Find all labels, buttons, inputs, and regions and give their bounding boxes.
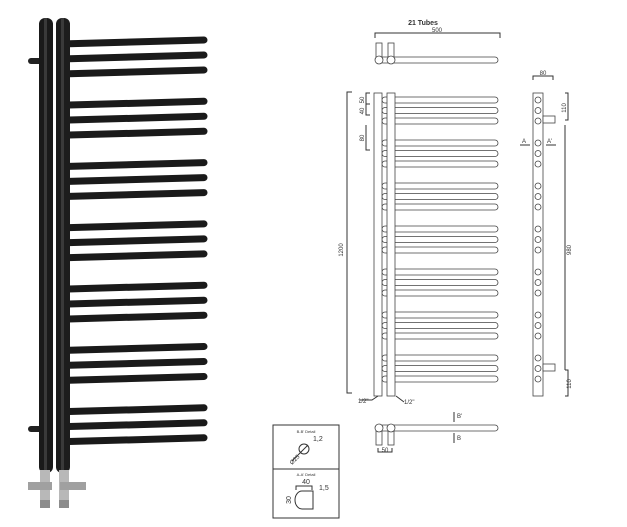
photo-tube (56, 51, 208, 63)
svg-text:B': B' (457, 414, 462, 420)
side-tube-circle (534, 117, 542, 125)
svg-text:80: 80 (540, 71, 547, 77)
drawing-tube (381, 279, 499, 286)
bottom-view: B' B 50 (374, 412, 499, 454)
drawing-tube (381, 375, 499, 383)
photo-tube (56, 311, 208, 323)
drawing-tube (381, 117, 499, 125)
height-dim: 1200 (339, 243, 345, 257)
side-tube-circle (534, 365, 542, 372)
front-view: 1200 50 40 80 1/2" 1/2" (339, 91, 499, 406)
radiator-photo (28, 18, 208, 508)
side-tube-circle (534, 268, 542, 276)
photo-tube (56, 235, 208, 247)
drawing-tube (381, 289, 499, 297)
photo-tube (56, 220, 208, 232)
photo-tube (56, 36, 208, 48)
photo-tube (56, 419, 208, 431)
photo-tube (56, 358, 208, 369)
drawing-tube (381, 193, 499, 200)
svg-text:30: 30 (286, 496, 293, 504)
photo-tube (56, 97, 208, 109)
drawing-tube (381, 225, 499, 233)
side-tube-circle (534, 354, 542, 362)
drawing-tube (381, 96, 499, 104)
wall-bracket-bottom (28, 426, 42, 432)
side-tube-circle (534, 160, 542, 168)
svg-text:50: 50 (360, 96, 366, 103)
photo-tube (56, 159, 208, 171)
drawing-tube (381, 354, 499, 362)
side-tube-circle (534, 203, 542, 211)
side-view: 80 A A' 110 980 110 (520, 71, 573, 397)
side-tube-circle (534, 96, 542, 104)
drawing-tube (381, 107, 499, 114)
photo-tube (56, 404, 208, 416)
valves (28, 470, 86, 508)
photo-tube (56, 373, 208, 384)
svg-text:B: B (457, 436, 461, 442)
drawing-tube (381, 236, 499, 243)
svg-text:A: A (522, 139, 526, 145)
svg-text:110: 110 (567, 379, 573, 389)
section-details: B-B' Detail 1,2 Ø25 A-A' Detail 40 1,5 3… (272, 424, 340, 519)
side-tube-circle (534, 311, 542, 319)
drawing-tube (381, 365, 499, 372)
photo-tube (56, 174, 208, 186)
side-tube-circle (534, 279, 542, 286)
photo-tube (56, 66, 208, 78)
side-tube-circle (534, 246, 542, 254)
svg-text:50: 50 (382, 448, 389, 454)
photo-tube (56, 112, 208, 124)
side-tube-circle (534, 150, 542, 157)
photo-tube (56, 434, 208, 446)
drawing-tube (381, 332, 499, 340)
photo-tube (56, 296, 208, 308)
side-tube-circle (534, 332, 542, 340)
tubes-title: 21 Tubes (408, 20, 438, 27)
width-dim: 500 (432, 28, 443, 34)
svg-text:1/2": 1/2" (358, 399, 368, 405)
side-tube-circle (534, 375, 542, 383)
svg-text:40: 40 (360, 107, 366, 114)
svg-text:80: 80 (360, 134, 366, 141)
drawing-tube (381, 311, 499, 319)
svg-text:40: 40 (302, 479, 310, 486)
wall-bracket-top (28, 58, 42, 64)
side-tube-circle (534, 107, 542, 114)
top-view: 21 Tubes 500 (374, 20, 501, 65)
drawing-tube (381, 322, 499, 329)
svg-text:1,5: 1,5 (319, 485, 329, 492)
drawing-tube (381, 203, 499, 211)
photo-tube (56, 343, 208, 354)
side-tube-circle (534, 236, 542, 243)
svg-text:1/2": 1/2" (404, 400, 414, 406)
drawing-tube (381, 182, 499, 190)
drawing-tube (381, 150, 499, 157)
svg-text:A': A' (547, 139, 552, 145)
photo-tube (56, 127, 208, 139)
photo-tube (56, 189, 208, 201)
drawing-tube (381, 160, 499, 168)
svg-text:110: 110 (562, 103, 568, 113)
side-tube-circle (534, 289, 542, 297)
drawing-tube (381, 268, 499, 276)
photo-tube (56, 281, 208, 293)
side-tube-circle (534, 182, 542, 190)
svg-text:980: 980 (567, 244, 573, 255)
side-tube-circle (534, 139, 542, 147)
side-tube-circle (534, 322, 542, 329)
svg-text:B-B' Detail: B-B' Detail (297, 429, 316, 434)
drawing-tube (381, 139, 499, 147)
drawing-tube (381, 246, 499, 254)
svg-text:A-A' Detail: A-A' Detail (297, 472, 316, 477)
side-tube-circle (534, 225, 542, 233)
side-tube-circle (534, 193, 542, 200)
svg-text:1,2: 1,2 (313, 436, 323, 443)
photo-tube (56, 250, 208, 262)
